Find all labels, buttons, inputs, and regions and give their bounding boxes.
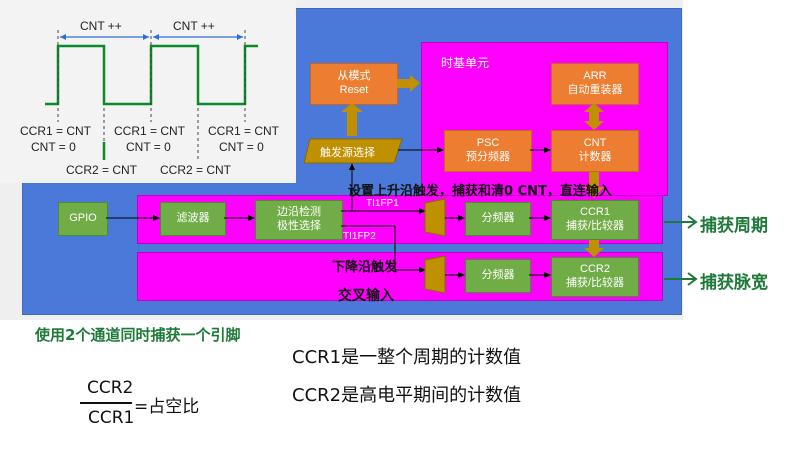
ccr1-label: CCR1 — [580, 206, 610, 219]
ccr1-description: CCR1是一整个周期的计数值 — [292, 347, 522, 368]
capture-period-note: 捕获周期 — [700, 216, 768, 236]
duty-fraction-denominator: CCR1 — [88, 408, 135, 428]
rising-edge-note: 设置上升沿触发，捕获和清0 CNT，直连输入 — [348, 184, 612, 199]
slave-mode-label: 从模式 — [337, 70, 371, 83]
cnt-label: CNT — [583, 137, 607, 150]
ccr2-description: CCR2是高电平期间的计数值 — [292, 385, 522, 406]
cnt-block: CNT 计数器 — [551, 130, 639, 172]
prescaler-block-1: 分频器 — [465, 202, 531, 236]
psc-sub-label: 预分频器 — [466, 151, 510, 163]
edge-detect-label: 边沿检测 — [277, 206, 321, 219]
polarity-select-label: 极性选择 — [277, 220, 321, 232]
ti1fp2-label: TI1FP2 — [343, 231, 376, 242]
ccr2-label-1: CCR2 = CNT — [66, 163, 138, 177]
duty-cycle-result: =占空比 — [134, 397, 200, 417]
duty-fraction-numerator: CCR2 — [87, 378, 134, 398]
cnt-sub-label: 计数器 — [578, 151, 612, 163]
gpio-block: GPIO — [58, 202, 108, 236]
ccr1-label-3: CCR1 = CNT — [208, 124, 280, 138]
timing-diagram-panel — [0, 0, 296, 183]
arr-block: ARR 自动重装器 — [551, 63, 639, 105]
edge-detect-block: 边沿检测 极性选择 — [255, 200, 343, 240]
psc-label: PSC — [476, 137, 500, 150]
cnt-increment-label-2: CNT ++ — [173, 19, 215, 33]
timebase-title: 时基单元 — [441, 56, 490, 70]
ccr2-label: CCR2 — [580, 263, 610, 276]
prescaler-label-1: 分频器 — [481, 212, 515, 225]
ccr1-label-1: CCR1 = CNT — [20, 124, 92, 138]
ccr1-label-2: CCR1 = CNT — [114, 124, 186, 138]
ti1fp1-label: TI1FP1 — [366, 198, 399, 209]
slave-mode-reset-block: 从模式 Reset — [310, 63, 398, 105]
arr-sub-label: 自动重装器 — [567, 84, 623, 96]
cnt-increment-label-1: CNT ++ — [80, 19, 122, 33]
cross-input-note: 交叉输入 — [338, 288, 394, 304]
filter-block: 滤波器 — [160, 202, 226, 236]
ccr2-sub-label: 捕获/比较器 — [565, 277, 625, 289]
filter-label: 滤波器 — [176, 212, 210, 225]
ccr1-sub-label: 捕获/比较器 — [565, 220, 625, 232]
prescaler-label-2: 分频器 — [481, 269, 515, 282]
two-channels-note: 使用2个通道同时捕获一个引脚 — [35, 326, 241, 344]
cnt-zero-label-3: CNT = 0 — [219, 140, 264, 154]
psc-block: PSC 预分频器 — [444, 130, 532, 172]
cnt-zero-label-2: CNT = 0 — [126, 140, 171, 154]
falling-edge-note: 下降沿触发 — [332, 260, 398, 275]
pwm-waveform — [45, 30, 258, 160]
trigger-source-select-label: 触发源选择 — [320, 147, 375, 159]
arr-label: ARR — [583, 70, 607, 83]
ccr2-label-2: CCR2 = CNT — [160, 163, 232, 177]
capture-pulse-width-note: 捕获脉宽 — [700, 273, 768, 293]
gpio-label: GPIO — [69, 212, 97, 225]
cnt-zero-label-1: CNT = 0 — [31, 140, 76, 154]
prescaler-block-2: 分频器 — [465, 259, 531, 293]
trigger-source-select-shape — [303, 138, 403, 164]
slave-mode-reset-label: Reset — [339, 84, 369, 96]
ccr1-block: CCR1 捕获/比较器 — [551, 200, 639, 240]
ccr2-block: CCR2 捕获/比较器 — [551, 257, 639, 297]
